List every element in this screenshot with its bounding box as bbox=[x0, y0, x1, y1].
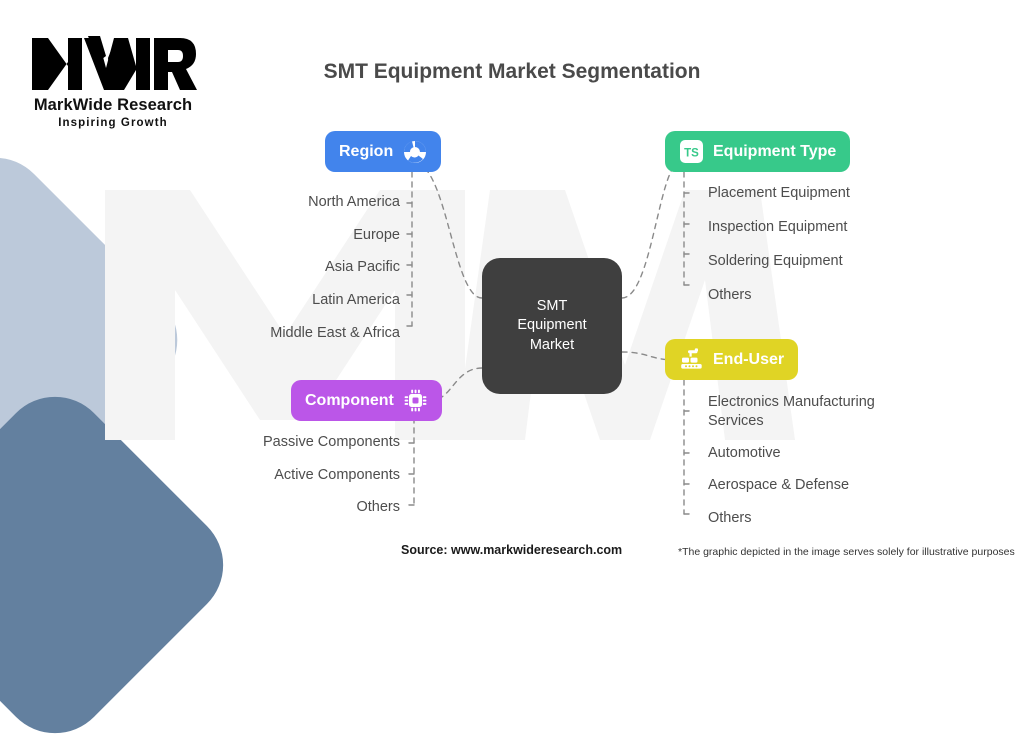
list-item: Inspection Equipment bbox=[708, 219, 848, 236]
watermark-logo bbox=[105, 190, 795, 440]
branch-label-component: Component bbox=[305, 391, 394, 409]
list-item: Soldering Equipment bbox=[708, 253, 843, 270]
item-list-end-user: Electronics Manufacturing Services Autom… bbox=[708, 393, 933, 541]
ts-tag-icon: TS bbox=[679, 139, 704, 164]
source-text: Source: www.markwideresearch.com bbox=[401, 543, 623, 557]
branch-label-end-user: End-User bbox=[713, 350, 785, 368]
branch-badge-equipment-type[interactable]: TS Equipment Type bbox=[665, 131, 851, 172]
branch-badge-end-user[interactable]: End-User bbox=[665, 339, 799, 380]
list-item: Middle East & Africa bbox=[270, 324, 400, 341]
list-item: Passive Components bbox=[262, 434, 400, 450]
list-item: Active Components bbox=[274, 466, 400, 483]
brand-tagline: Inspiring Growth bbox=[58, 117, 168, 129]
center-node-label: SMT Equipment Market bbox=[517, 297, 587, 353]
list-item: Europe bbox=[353, 226, 400, 243]
list-item: Others bbox=[708, 509, 752, 526]
mwr-monogram-icon bbox=[32, 36, 197, 90]
brand-logo: MarkWide Research Inspiring Growth bbox=[28, 32, 198, 129]
brand-name: MarkWide Research bbox=[33, 96, 193, 114]
list-item: Electronics Manufacturing Services bbox=[708, 394, 875, 430]
item-list-equipment-type: Placement Equipment Inspection Equipment… bbox=[708, 184, 958, 321]
svg-text:TS: TS bbox=[684, 148, 699, 160]
list-item: Automotive bbox=[708, 445, 781, 462]
list-item: Latin America bbox=[312, 291, 400, 308]
page-title: SMT Equipment Market Segmentation bbox=[323, 60, 701, 83]
branch-label-equipment-type: Equipment Type bbox=[713, 142, 837, 160]
list-item: Others bbox=[708, 287, 752, 304]
robot-arm-icon bbox=[679, 347, 704, 372]
list-item: Placement Equipment bbox=[708, 185, 850, 201]
item-list-region: North America Europe Asia Pacific Latin … bbox=[120, 193, 400, 356]
list-item: Asia Pacific bbox=[325, 259, 400, 276]
branch-badge-component[interactable]: Component bbox=[291, 380, 442, 421]
branch-badge-region[interactable]: Region bbox=[325, 131, 442, 172]
microchip-icon bbox=[403, 388, 428, 413]
item-list-component: Passive Components Active Components Oth… bbox=[110, 433, 400, 531]
globe-icon bbox=[402, 139, 427, 164]
disclaimer-text: *The graphic depicted in the image serve… bbox=[678, 546, 1015, 558]
list-item: Aerospace & Defense bbox=[708, 477, 850, 494]
list-item: North America bbox=[308, 194, 400, 210]
branch-label-region: Region bbox=[339, 142, 394, 160]
center-node: SMT Equipment Market bbox=[482, 258, 622, 394]
list-item: Others bbox=[356, 499, 400, 516]
